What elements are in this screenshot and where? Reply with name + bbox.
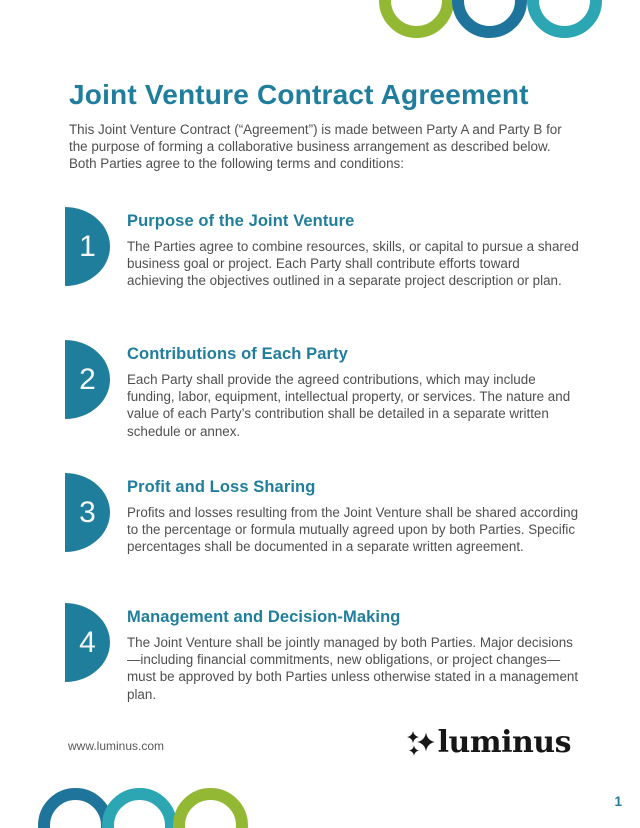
section-body: Profits and losses resulting from the Jo… [127, 505, 579, 555]
section-number-badge: 4 [65, 603, 110, 682]
section-heading: Purpose of the Joint Venture [127, 212, 355, 230]
section-body: Each Party shall provide the agreed cont… [127, 372, 571, 439]
ring-green-icon [379, 0, 454, 38]
sparkle-cluster-icon [406, 731, 435, 756]
section-purpose: 1 Purpose of the Joint Venture The Parti… [65, 206, 590, 290]
section-content: Profit and Loss Sharing Profits and loss… [127, 472, 590, 556]
section-content: Management and Decision-Making The Joint… [127, 602, 590, 703]
section-heading: Management and Decision-Making [127, 608, 401, 626]
section-number: 4 [79, 625, 96, 659]
ring-teal-icon [102, 788, 177, 828]
section-profit-loss: 3 Profit and Loss Sharing Profits and lo… [65, 472, 590, 556]
section-content: Contributions of Each Party Each Party s… [127, 339, 590, 440]
ring-green-icon [173, 788, 248, 828]
brand-wordmark: luminus [437, 725, 572, 760]
section-number-badge: 1 [65, 207, 110, 286]
luminus-logo: luminus [406, 725, 572, 760]
section-heading: Profit and Loss Sharing [127, 478, 316, 496]
section-management: 4 Management and Decision-Making The Joi… [65, 602, 590, 703]
ring-teal-icon [527, 0, 602, 38]
page-title: Joint Venture Contract Agreement [69, 79, 529, 110]
section-number: 2 [79, 362, 96, 396]
section-number: 3 [79, 495, 96, 529]
section-number: 1 [79, 229, 96, 263]
ring-blue-icon [452, 0, 527, 38]
section-body: The Joint Venture shall be jointly manag… [127, 635, 579, 702]
website-url: www.luminus.com [68, 739, 165, 753]
section-contributions: 2 Contributions of Each Party Each Party… [65, 339, 590, 440]
section-number-badge: 3 [65, 473, 110, 552]
intro-paragraph: This Joint Venture Contract (“Agreement”… [69, 122, 562, 172]
section-body: The Parties agree to combine resources, … [127, 239, 579, 289]
section-content: Purpose of the Joint Venture The Parties… [127, 206, 590, 290]
page-number: 1 [614, 794, 622, 809]
section-number-badge: 2 [65, 340, 110, 419]
section-heading: Contributions of Each Party [127, 345, 348, 363]
